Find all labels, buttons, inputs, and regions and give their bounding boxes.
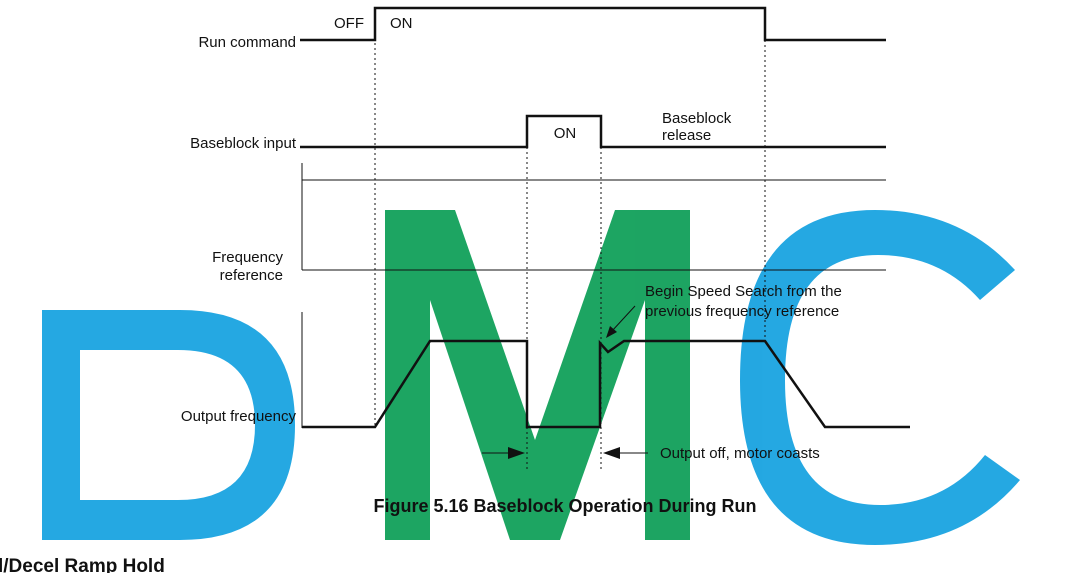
run-command-label: Run command <box>198 34 296 51</box>
frequency-reference-label-1: Frequency <box>212 249 283 266</box>
output-frequency-label: Output frequency <box>181 408 297 425</box>
watermark-letter-d <box>42 310 295 540</box>
section-heading: l/Decel Ramp Hold <box>0 556 165 573</box>
frequency-reference-label-2: reference <box>220 267 283 284</box>
output-frequency-waveform <box>302 339 910 429</box>
watermark-letter-c <box>740 210 1020 545</box>
run-command-on-text: ON <box>390 15 413 32</box>
dmc-watermark <box>42 210 1020 545</box>
run-command-waveform <box>300 6 886 42</box>
timing-guides <box>374 8 766 470</box>
frequency-reference-box <box>301 163 886 271</box>
speed-search-note-1: Begin Speed Search from the <box>645 283 842 300</box>
coast-interval-arrows <box>482 447 648 459</box>
speed-search-arrow <box>606 305 636 338</box>
baseblock-input-label: Baseblock input <box>190 135 297 152</box>
baseblock-release-text-1: Baseblock <box>662 110 732 127</box>
baseblock-release-text-2: release <box>662 127 711 144</box>
watermark-letter-m <box>385 210 690 540</box>
run-command-off-text: OFF <box>334 15 364 32</box>
figure-caption: Figure 5.16 Baseblock Operation During R… <box>373 496 756 516</box>
speed-search-note-2: previous frequency reference <box>645 303 839 320</box>
baseblock-input-on-text: ON <box>554 125 577 142</box>
baseblock-input-waveform <box>300 114 886 149</box>
output-off-note: Output off, motor coasts <box>660 445 820 462</box>
